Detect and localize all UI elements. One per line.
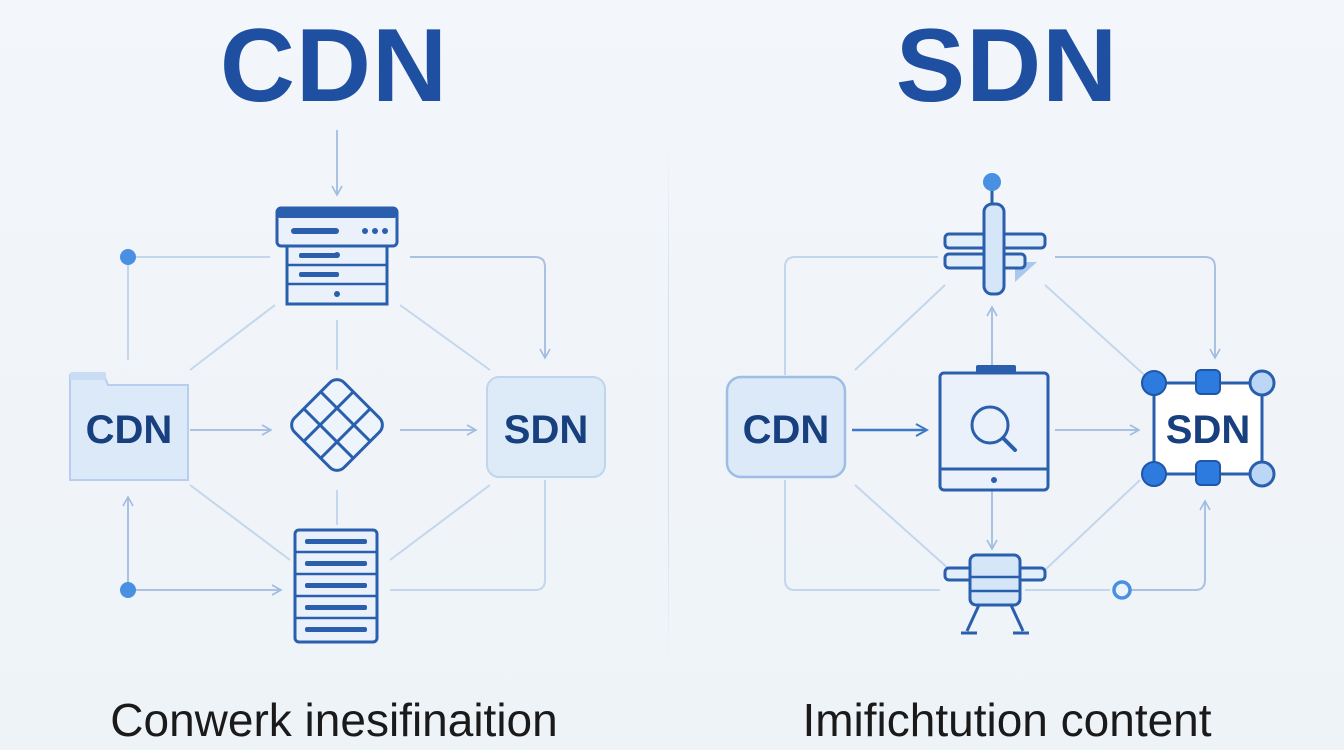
cdn-title: CDN (219, 8, 449, 124)
sdn-title: SDN (895, 8, 1119, 124)
node-device-icon (943, 553, 1047, 635)
sdn-panel: SDN (670, 0, 1344, 750)
cdn-node-dot-bottom (120, 582, 136, 598)
server-icon (275, 206, 399, 306)
cdn-sdn-box (486, 376, 606, 478)
junction-icon (943, 202, 1047, 296)
sdn-left-box-label: CDN (742, 408, 830, 452)
cdn-connections (122, 130, 551, 596)
sdn-caption: Imifichtution content (802, 694, 1212, 746)
panel-divider (668, 140, 669, 670)
sdn-cdn-box (725, 375, 847, 479)
cdn-diagram (69, 130, 606, 644)
cdn-caption: Conwerk inesifinaition (110, 694, 558, 746)
sdn-right-box-label: SDN (1165, 408, 1251, 452)
sdn-diagram (725, 173, 1276, 635)
cdn-panel: CDN (0, 0, 668, 750)
sdn-selection-box (1141, 369, 1276, 488)
sdn-bottom-dot (1112, 580, 1132, 600)
grid-diamond-icon (290, 378, 384, 472)
cdn-left-box-label: CDN (85, 408, 173, 452)
folder-icon (69, 372, 189, 481)
monitor-search-icon (938, 365, 1050, 492)
server-rack-icon (293, 528, 379, 644)
sdn-top-dot (983, 173, 1001, 191)
cdn-right-box-label: SDN (503, 408, 589, 452)
cdn-node-dot-top (120, 249, 136, 265)
